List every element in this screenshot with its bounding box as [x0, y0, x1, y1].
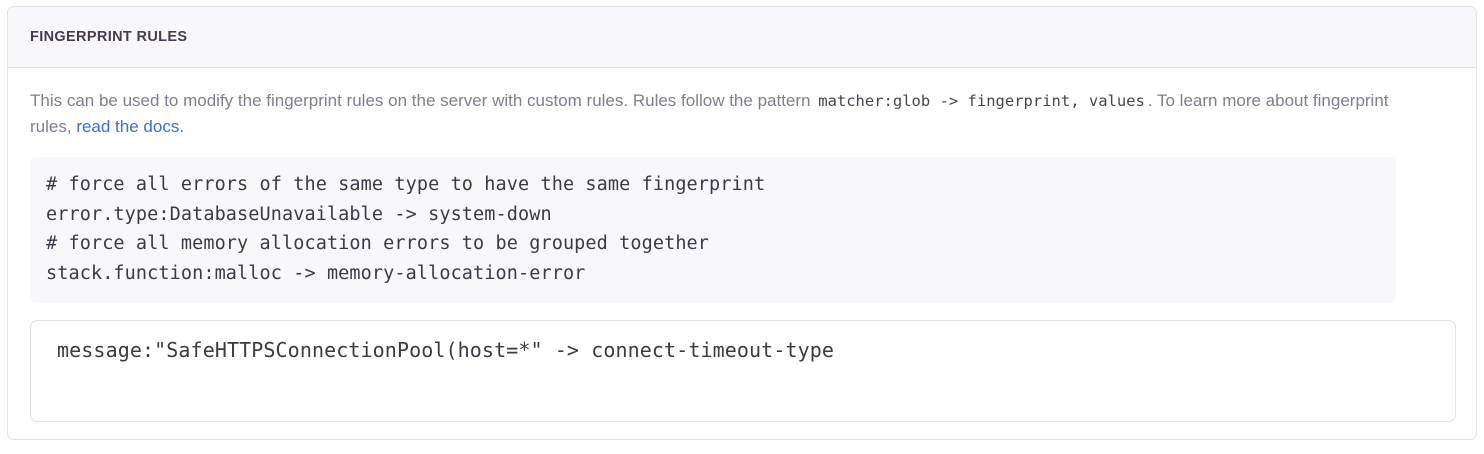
pattern-inline-code: matcher:glob -> fingerprint, values [818, 92, 1145, 110]
code-line: # force all errors of the same type to h… [46, 174, 766, 195]
page-title: FINGERPRINT RULES [30, 29, 188, 45]
fingerprint-rules-input[interactable] [30, 320, 1456, 422]
code-line: error.type:DatabaseUnavailable -> system… [46, 203, 552, 225]
description-text: This can be used to modify the fingerpri… [30, 88, 1390, 140]
panel-header: FINGERPRINT RULES [8, 7, 1476, 68]
description-part-2: . To learn more about fingerprint rules, [30, 91, 1389, 136]
panel-body: This can be used to modify the fingerpri… [8, 68, 1476, 422]
fingerprint-rules-panel: FINGERPRINT RULES This can be used to mo… [7, 6, 1477, 440]
description-part-3: . [179, 117, 185, 136]
code-line: # force all memory allocation errors to … [46, 233, 710, 254]
code-line: stack.function:malloc -> memory-allocati… [46, 262, 586, 284]
description-part-1: This can be used to modify the fingerpri… [30, 91, 811, 110]
example-rules-code-block: # force all errors of the same type to h… [30, 157, 1396, 303]
read-the-docs-link[interactable]: read the docs [76, 117, 180, 136]
